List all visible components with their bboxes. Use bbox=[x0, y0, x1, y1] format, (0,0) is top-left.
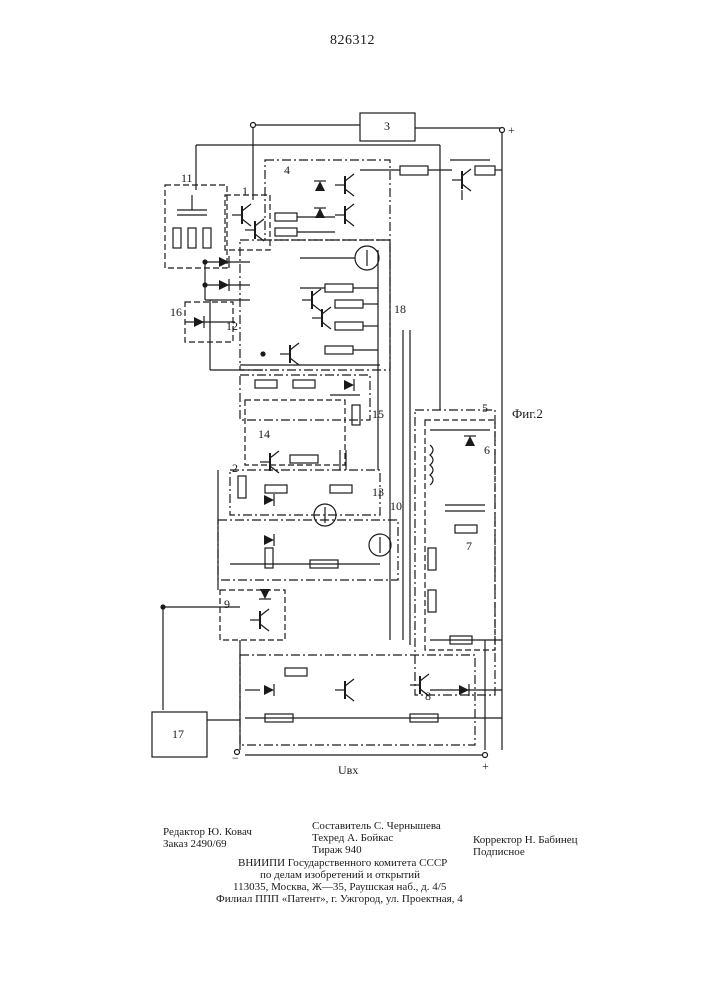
label-4: 4 bbox=[284, 164, 290, 176]
terminal-plus-bottom: + bbox=[482, 760, 489, 772]
techred-line: Техред А. Бойкас bbox=[312, 832, 393, 844]
label-14: 14 bbox=[258, 428, 270, 440]
label-12: 12 bbox=[226, 320, 238, 332]
label-5: 5 bbox=[482, 402, 488, 414]
label-8: 8 bbox=[425, 690, 431, 702]
label-3: 3 bbox=[384, 120, 390, 132]
label-17: 17 bbox=[172, 728, 184, 740]
input-voltage-label: Uвх bbox=[338, 764, 358, 776]
compiler-line: Составитель С. Чернышева bbox=[312, 820, 441, 832]
corrector-line: Корректор Н. Бабинец bbox=[473, 834, 578, 846]
label-15: 15 bbox=[372, 408, 384, 420]
label-1: 1 bbox=[242, 185, 248, 197]
label-2: 2 bbox=[232, 462, 238, 474]
branch-line: Филиал ППП «Патент», г. Ужгород, ул. Про… bbox=[216, 893, 463, 905]
figure-caption: Фиг.2 bbox=[512, 408, 543, 420]
label-9: 9 bbox=[224, 598, 230, 610]
label-7: 7 bbox=[466, 540, 472, 552]
label-6: 6 bbox=[484, 444, 490, 456]
label-13: 13 bbox=[372, 486, 384, 498]
institute-line-1: ВНИИПИ Государственного комитета СССР bbox=[238, 857, 447, 869]
editor-line: Редактор Ю. Ковач bbox=[163, 826, 252, 838]
terminal-minus: − bbox=[232, 752, 239, 764]
label-10: 10 bbox=[390, 500, 402, 512]
subscription-line: Подписное bbox=[473, 846, 525, 858]
label-18: 18 bbox=[394, 303, 406, 315]
label-16: 16 bbox=[170, 306, 182, 318]
circulation-line: Тираж 940 bbox=[312, 844, 362, 856]
label-11: 11 bbox=[181, 172, 193, 184]
institute-line-2: по делам изобретений и открытий bbox=[260, 869, 420, 881]
order-line: Заказ 2490/69 bbox=[163, 838, 227, 850]
address-line: 113035, Москва, Ж—35, Раушская наб., д. … bbox=[233, 881, 446, 893]
terminal-plus-top: + bbox=[508, 124, 515, 136]
